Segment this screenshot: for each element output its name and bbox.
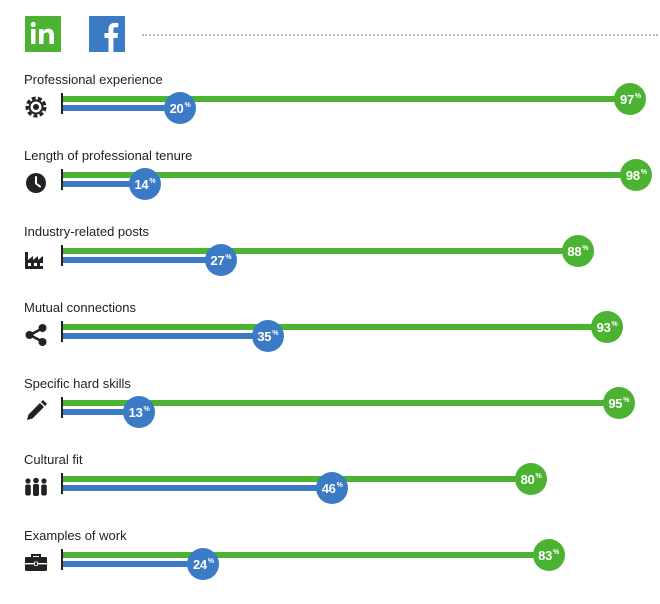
percent-sign: % (184, 101, 191, 109)
percent-sign: % (149, 177, 156, 185)
category-label: Length of professional tenure (24, 148, 193, 163)
percent-sign: % (582, 244, 589, 252)
share-icon (23, 322, 49, 348)
axis-baseline (61, 549, 63, 570)
value-number: 88 (567, 243, 582, 259)
percent-sign: % (623, 396, 630, 404)
linkedin-value-label: 95% (602, 387, 635, 419)
facebook-value-label: 20% (164, 92, 196, 124)
facebook-bar (63, 257, 221, 263)
facebook-bar (63, 485, 333, 491)
header (0, 0, 660, 60)
dotted-divider (142, 34, 658, 36)
factory-icon (23, 246, 49, 272)
value-number: 24 (192, 556, 207, 572)
percent-sign: % (225, 253, 232, 261)
value-number: 20 (169, 100, 184, 116)
percent-sign: % (143, 405, 150, 413)
value-number: 13 (128, 404, 143, 420)
clock-icon (23, 170, 49, 196)
briefcase-icon (23, 550, 49, 576)
facebook-value-label: 24% (187, 548, 220, 580)
facebook-value-label: 35% (251, 320, 284, 352)
facebook-bar (63, 561, 204, 567)
axis-baseline (61, 473, 63, 494)
category-label: Industry-related posts (24, 224, 150, 239)
facebook-value-label: 14% (128, 168, 161, 200)
category-label: Professional experience (24, 72, 163, 87)
linkedin-bar (63, 172, 637, 178)
value-number: 97 (620, 91, 634, 107)
axis-baseline (61, 93, 63, 114)
linkedin-bar (63, 400, 619, 406)
value-number: 27 (210, 252, 225, 268)
axis-baseline (61, 321, 63, 342)
linkedin-value-label: 80% (515, 463, 547, 495)
percent-sign: % (207, 557, 214, 565)
value-number: 95 (608, 395, 623, 411)
value-number: 83 (538, 547, 553, 563)
value-number: 93 (596, 319, 611, 335)
facebook-value-label: 46% (316, 472, 349, 504)
percent-sign: % (336, 481, 343, 489)
facebook-bar (63, 105, 180, 111)
facebook-bar (63, 181, 145, 187)
linkedin-bar (63, 476, 531, 482)
linkedin-value-label: 83% (532, 539, 565, 571)
people-icon (23, 474, 49, 500)
linkedin-logo (25, 16, 61, 52)
category-label: Cultural fit (24, 452, 83, 467)
category-label: Examples of work (24, 528, 127, 543)
percent-sign: % (611, 320, 618, 328)
facebook-value-label: 13% (123, 396, 156, 428)
value-number: 46 (321, 480, 336, 496)
gear-icon (23, 94, 49, 120)
linkedin-bar (63, 324, 608, 330)
facebook-logo (89, 16, 125, 52)
linkedin-bar (63, 96, 631, 102)
value-number: 98 (625, 167, 640, 183)
value-number: 80 (520, 471, 535, 487)
pencil-icon (23, 398, 49, 424)
axis-baseline (61, 169, 63, 190)
facebook-value-label: 27% (204, 244, 237, 276)
axis-baseline (61, 397, 63, 418)
percent-sign: % (272, 329, 279, 337)
percent-sign: % (634, 92, 641, 100)
axis-baseline (61, 245, 63, 266)
facebook-bar (63, 409, 140, 415)
linkedin-bar (63, 248, 578, 254)
linkedin-value-label: 97% (614, 83, 647, 115)
percent-sign: % (640, 168, 647, 176)
linkedin-value-label: 93% (591, 311, 624, 343)
value-number: 35 (257, 328, 272, 344)
percent-sign: % (535, 472, 542, 480)
linkedin-value-label: 98% (620, 159, 653, 191)
value-number: 14 (134, 176, 149, 192)
percent-sign: % (553, 548, 559, 556)
linkedin-bar (63, 552, 549, 558)
linkedin-value-label: 88% (561, 235, 594, 267)
facebook-bar (63, 333, 268, 339)
category-label: Mutual connections (24, 300, 137, 315)
category-label: Specific hard skills (24, 376, 131, 391)
